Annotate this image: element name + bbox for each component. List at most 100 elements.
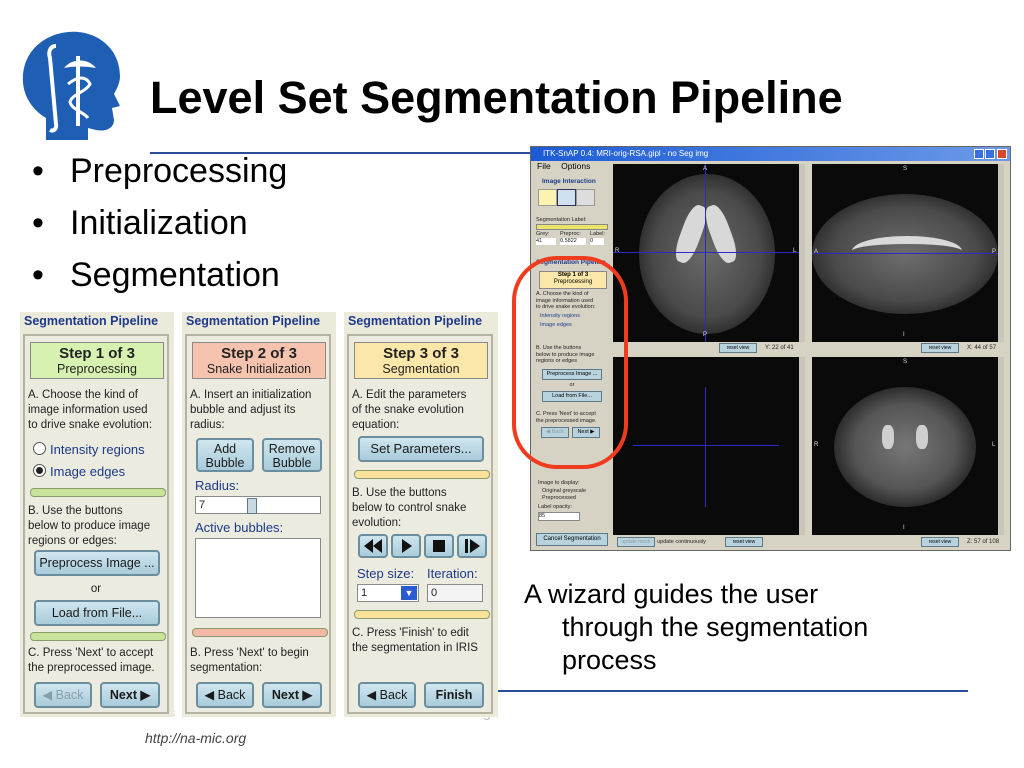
load-from-file-button[interactable]: Load from File... bbox=[542, 391, 602, 402]
minimize-icon[interactable] bbox=[974, 149, 984, 159]
axial-view[interactable]: A P R L bbox=[613, 164, 799, 342]
chevron-down-icon[interactable]: ▼ bbox=[401, 586, 417, 600]
section-separator bbox=[192, 628, 328, 637]
set-parameters-button[interactable]: Set Parameters... bbox=[358, 436, 484, 462]
label-opacity-slider[interactable]: 85 bbox=[538, 512, 580, 521]
step-banner: Step 3 of 3 Segmentation bbox=[354, 342, 488, 379]
orientation-top: S bbox=[903, 166, 908, 172]
update-mesh-button[interactable]: update mesh bbox=[617, 537, 655, 547]
menu-file[interactable]: File bbox=[537, 161, 551, 171]
stop-button[interactable] bbox=[424, 534, 454, 558]
orientation-bottom: I bbox=[903, 525, 905, 531]
3d-view[interactable] bbox=[613, 357, 799, 535]
reset-view-button[interactable]: reset view bbox=[921, 343, 959, 353]
navigate-tool-icon[interactable] bbox=[557, 189, 576, 206]
rewind-button[interactable] bbox=[358, 534, 388, 558]
title-divider bbox=[150, 152, 530, 154]
next-button[interactable]: Next ▶ bbox=[100, 682, 160, 708]
footer-url[interactable]: http://na-mic.org bbox=[145, 730, 247, 746]
wizard-body: Step 1 of 3 Preprocessing A. Choose the … bbox=[23, 334, 169, 714]
radio-image-edges[interactable]: Image edges bbox=[540, 322, 572, 328]
reset-view-button[interactable]: reset view bbox=[719, 343, 757, 353]
zoom-tool-icon[interactable] bbox=[576, 189, 595, 206]
label-opacity-label: Label opacity: bbox=[538, 504, 572, 510]
footer-divider bbox=[440, 690, 968, 692]
sagittal-slice-readout: X: 44 of 57 bbox=[967, 345, 997, 351]
back-button[interactable]: ◀ Back bbox=[196, 682, 254, 708]
radio-intensity-regions[interactable]: Intensity regions bbox=[540, 313, 581, 319]
radius-label: Radius: bbox=[195, 478, 240, 493]
image-to-display-label: Image to display: bbox=[538, 480, 580, 486]
step-number: Step 1 of 3 bbox=[557, 272, 589, 278]
section-separator bbox=[354, 610, 490, 619]
wizard-step-1: Segmentation Pipeline Step 1 of 3 Prepro… bbox=[20, 312, 174, 717]
close-icon[interactable] bbox=[997, 149, 1007, 159]
bullet-segmentation: •Segmentation bbox=[32, 256, 280, 295]
bullet-glyph: • bbox=[32, 152, 44, 190]
preproc-value: 0.5822 bbox=[560, 238, 586, 245]
orientation-left: A bbox=[814, 249, 819, 255]
step-banner: Step 1 of 3 Preprocessing bbox=[30, 342, 164, 379]
orientation-left: R bbox=[615, 248, 620, 254]
sagittal-view[interactable]: S I A P bbox=[812, 164, 998, 342]
coronal-scrollbar[interactable] bbox=[998, 357, 1004, 535]
radio-image-edges[interactable]: Image edges bbox=[33, 464, 125, 479]
3d-scrollbar[interactable] bbox=[799, 357, 805, 535]
preprocess-image-button[interactable]: Preprocess Image ... bbox=[542, 369, 602, 380]
step-size-select[interactable]: 1 ▼ bbox=[357, 584, 419, 602]
grey-caption: Grey: bbox=[536, 231, 550, 237]
load-from-file-button[interactable]: Load from File... bbox=[34, 600, 160, 626]
active-bubbles-list[interactable] bbox=[195, 538, 321, 618]
bullet-text: Initialization bbox=[70, 204, 248, 242]
axial-scrollbar[interactable] bbox=[799, 164, 805, 342]
reset-view-button[interactable]: reset view bbox=[921, 537, 959, 547]
finish-button[interactable]: Finish bbox=[424, 682, 484, 708]
crosshair-tool-icon[interactable] bbox=[538, 189, 557, 206]
back-button[interactable]: ◀ Back bbox=[358, 682, 416, 708]
slide-caption: A wizard guides the user through the seg… bbox=[524, 578, 964, 677]
maximize-icon[interactable] bbox=[985, 149, 995, 159]
slide-title: Level Set Segmentation Pipeline bbox=[150, 72, 843, 123]
radius-slider[interactable]: 7 bbox=[195, 496, 321, 514]
caption-line: through the segmentation bbox=[562, 612, 869, 642]
orientation-right: P bbox=[992, 249, 997, 255]
orientation-bottom: I bbox=[903, 332, 905, 338]
orientation-top: S bbox=[903, 359, 908, 365]
menu-options[interactable]: Options bbox=[561, 161, 591, 171]
bullet-initialization: •Initialization bbox=[32, 204, 248, 243]
label-color-swatch[interactable] bbox=[536, 224, 608, 230]
next-button[interactable]: Next ▶ bbox=[262, 682, 322, 708]
active-bubbles-label: Active bubbles: bbox=[195, 520, 284, 535]
step-name: Snake Initialization bbox=[206, 362, 312, 376]
app-screenshot: ITK-SnAP 0.4: MRI-orig-RSA.gipl - no Seg… bbox=[530, 146, 1011, 551]
bullet-preprocessing: •Preprocessing bbox=[32, 152, 287, 191]
play-button[interactable] bbox=[391, 534, 421, 558]
radio-original-greyscale[interactable]: Original greyscale bbox=[542, 488, 587, 494]
preprocess-image-button[interactable]: Preprocess Image ... bbox=[34, 550, 160, 576]
back-button[interactable]: ◀ Back bbox=[34, 682, 92, 708]
reset-view-button[interactable]: reset view bbox=[725, 537, 763, 547]
play-icon bbox=[402, 539, 412, 553]
update-continuously-checkbox[interactable]: update continuously bbox=[657, 539, 706, 545]
radio-preprocessed[interactable]: Preprocessed bbox=[542, 495, 576, 501]
sagittal-scrollbar[interactable] bbox=[998, 164, 1004, 342]
image-interaction-heading: Image Interaction bbox=[542, 178, 596, 185]
radius-slider-knob[interactable] bbox=[247, 498, 257, 514]
step-forward-button[interactable] bbox=[457, 534, 487, 558]
window-title-bar: ITK-SnAP 0.4: MRI-orig-RSA.gipl - no Seg… bbox=[531, 147, 1010, 161]
label-caption: Label: bbox=[590, 231, 605, 237]
cancel-segmentation-button[interactable]: Cancel Segmentation bbox=[536, 533, 608, 546]
radio-intensity-regions[interactable]: Intensity regions bbox=[33, 442, 145, 457]
coronal-view[interactable]: S I R L bbox=[812, 357, 998, 535]
logo bbox=[16, 28, 126, 148]
